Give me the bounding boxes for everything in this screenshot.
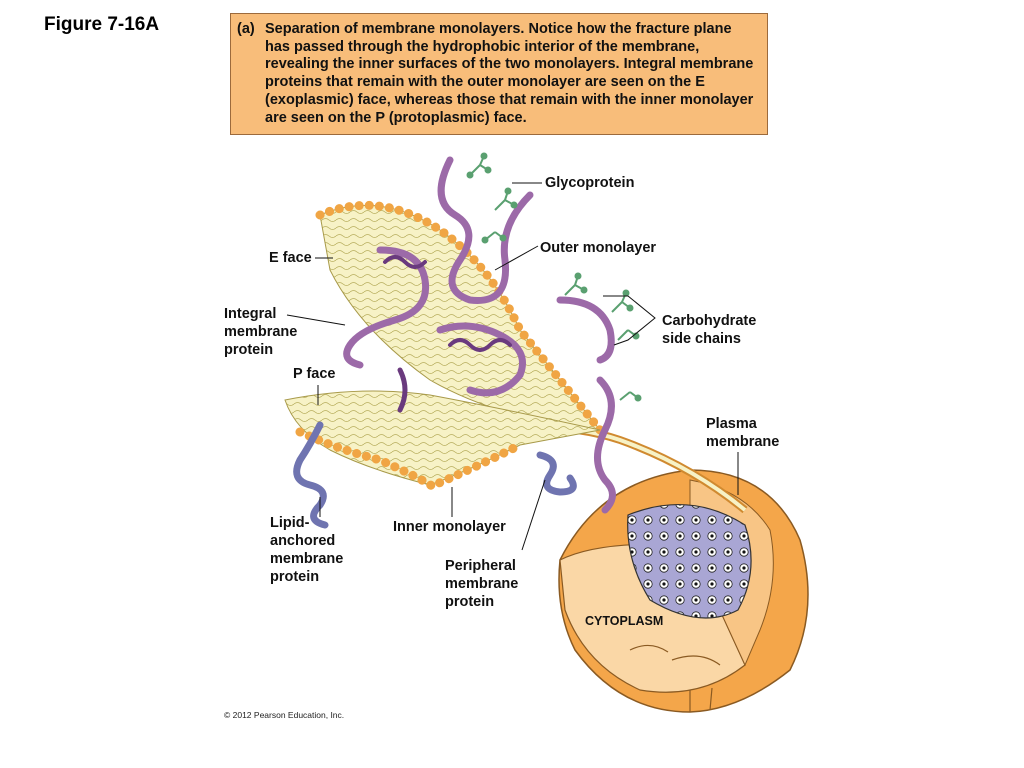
- label-lipid-anchored-membrane-protein: Lipid- anchored membrane protein: [270, 514, 343, 586]
- caption-tag: (a): [237, 21, 255, 37]
- peripheral-protein: [536, 451, 577, 496]
- nucleus: [627, 503, 752, 619]
- label-line: Integral: [224, 306, 277, 322]
- label-line: Lipid-: [270, 515, 310, 531]
- caption-body: Notice how the fracture plane has passed…: [265, 21, 754, 126]
- integral-proteins: [343, 156, 616, 514]
- label-line: protein: [445, 594, 495, 610]
- caption-box: (a) Separation of membrane monolayers. N…: [230, 13, 768, 135]
- copyright: © 2012 Pearson Education, Inc.: [224, 710, 345, 720]
- label-p-face: P face: [293, 366, 336, 382]
- figure-title: Figure 7-16A: [44, 14, 160, 35]
- label-line: protein: [270, 569, 320, 585]
- label-line: protein: [224, 342, 274, 358]
- label-carbohydrate-side-chains: Carbohydrate side chains: [662, 312, 756, 348]
- label-e-face: E face: [269, 250, 312, 266]
- label-outer-monolayer: Outer monolayer: [540, 240, 657, 256]
- label-plasma-membrane: Plasma membrane: [706, 415, 779, 451]
- label-integral-membrane-protein: Integral membrane protein: [224, 305, 297, 359]
- label-line: membrane: [706, 434, 780, 450]
- label-inner-monolayer: Inner monolayer: [393, 519, 506, 535]
- label-line: Peripheral: [445, 558, 516, 574]
- label-peripheral-membrane-protein: Peripheral membrane protein: [445, 557, 518, 611]
- label-glycoprotein: Glycoprotein: [545, 175, 635, 191]
- caption-lead: Separation of membrane monolayers.: [265, 21, 525, 37]
- label-cytoplasm: CYTOPLASM: [585, 614, 664, 628]
- label-line: membrane: [270, 551, 344, 567]
- leader-lines: [286, 182, 739, 551]
- label-line: anchored: [270, 533, 336, 549]
- label-line: membrane: [445, 576, 519, 592]
- label-line: Carbohydrate: [662, 313, 757, 329]
- cell: [558, 469, 809, 713]
- inner-monolayer-sheet: [284, 390, 601, 492]
- label-line: membrane: [224, 324, 298, 340]
- carbohydrate-chains: [466, 152, 642, 402]
- lipid-anchored-protein: [293, 421, 329, 529]
- label-line: Plasma: [706, 416, 757, 432]
- label-line: side chains: [662, 331, 741, 347]
